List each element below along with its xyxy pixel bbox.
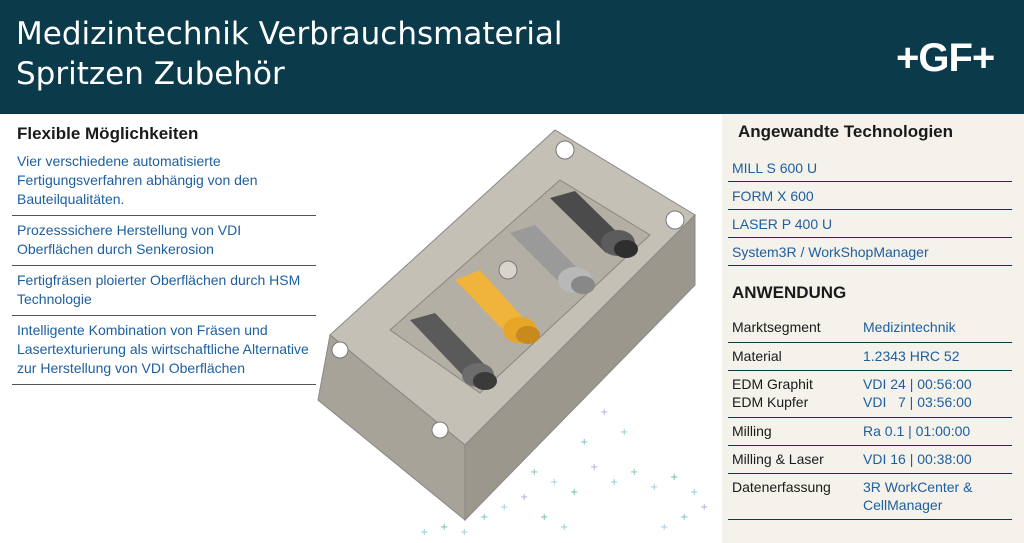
svg-text:+: + xyxy=(550,477,558,488)
row-value: 1.2343 HRC 52 xyxy=(863,348,960,364)
svg-text:+: + xyxy=(460,527,468,538)
option-item: Vier verschiedene automatisierte Fertigu… xyxy=(12,150,316,216)
electrode-dark-2 xyxy=(550,191,638,258)
row-value: Medizintechnik xyxy=(863,319,956,335)
svg-text:+: + xyxy=(540,512,548,523)
svg-text:+: + xyxy=(520,492,528,503)
title-line-1: Medizintechnik Verbrauchsmaterial xyxy=(16,16,563,52)
technology-item: MILL S 600 U xyxy=(728,154,1012,182)
svg-text:+: + xyxy=(680,512,688,523)
svg-text:+: + xyxy=(590,462,598,473)
svg-text:+: + xyxy=(650,482,658,493)
svg-text:+: + xyxy=(560,522,568,533)
row-label: EDM Graphit EDM Kupfer xyxy=(732,376,813,410)
info-panel: Angewandte Technologien MILL S 600 U FOR… xyxy=(722,114,1024,543)
flexible-options-heading: Flexible Möglichkeiten xyxy=(17,124,199,143)
row-label: Marktsegment xyxy=(732,319,821,335)
flexible-options-panel: Flexible Möglichkeiten Vier verschiedene… xyxy=(12,120,316,388)
gf-logo: +GF+ xyxy=(896,36,995,80)
electrode-dark-1 xyxy=(410,313,497,390)
technology-item: FORM X 600 xyxy=(728,182,1012,210)
decorative-cross-pattern: +++ +++ +++ +++ +++ +++ +++ +++ +++ +++ … xyxy=(420,407,708,538)
row-label: Milling & Laser xyxy=(732,451,824,467)
svg-text:+: + xyxy=(600,407,608,418)
application-row: Marktsegment Medizintechnik xyxy=(728,314,1012,343)
technology-item: System3R / WorkShopManager xyxy=(728,238,1012,266)
application-row: Datenerfassung 3R WorkCenter & CellManag… xyxy=(728,474,1012,520)
svg-text:+: + xyxy=(420,527,428,538)
option-item: Intelligente Kombination von Fräsen und … xyxy=(12,319,316,385)
svg-text:+: + xyxy=(580,437,588,448)
row-value: VDI 16 | 00:38:00 xyxy=(863,451,972,467)
svg-text:+: + xyxy=(630,467,638,478)
application-row: Milling & Laser VDI 16 | 00:38:00 xyxy=(728,446,1012,474)
application-heading: ANWENDUNG xyxy=(732,283,847,302)
technologies-heading: Angewandte Technologien xyxy=(738,122,954,141)
row-value: 3R WorkCenter & CellManager xyxy=(863,479,973,513)
svg-text:+: + xyxy=(530,467,538,478)
title-line-2: Spritzen Zubehör xyxy=(16,56,285,92)
svg-text:+: + xyxy=(610,477,618,488)
application-row: EDM Graphit EDM Kupfer VDI 24 | 00:56:00… xyxy=(728,371,1012,418)
header-banner: Medizintechnik Verbrauchsmaterial Spritz… xyxy=(0,0,1024,114)
electrode-gold xyxy=(455,270,540,344)
option-item: Fertigfräsen ploierter Oberflächen durch… xyxy=(12,269,316,316)
mold-insert-illustration: +++ +++ +++ +++ +++ +++ +++ +++ +++ +++ … xyxy=(317,129,708,538)
application-row: Milling Ra 0.1 | 01:00:00 xyxy=(728,418,1012,446)
row-value: VDI 24 | 00:56:00 VDI 7 | 03:56:00 xyxy=(863,376,972,410)
svg-text:+: + xyxy=(620,427,628,438)
svg-text:+: + xyxy=(670,472,678,483)
row-label: Datenerfassung xyxy=(732,479,831,495)
row-label: Milling xyxy=(732,423,772,439)
electrode-silver xyxy=(510,225,595,294)
svg-text:+: + xyxy=(500,502,508,513)
svg-text:+: + xyxy=(570,487,578,498)
row-label: Material xyxy=(732,348,782,364)
svg-text:+: + xyxy=(660,522,668,533)
option-item: Prozesssichere Herstellung von VDI Oberf… xyxy=(12,219,316,266)
page-title: Medizintechnik Verbrauchsmaterial Spritz… xyxy=(16,14,563,94)
application-row: Material 1.2343 HRC 52 xyxy=(728,343,1012,371)
svg-text:+: + xyxy=(480,512,488,523)
svg-text:+: + xyxy=(440,522,448,533)
technology-item: LASER P 400 U xyxy=(728,210,1012,238)
svg-text:+: + xyxy=(700,502,708,513)
row-value: Ra 0.1 | 01:00:00 xyxy=(863,423,971,439)
svg-text:+: + xyxy=(690,487,698,498)
